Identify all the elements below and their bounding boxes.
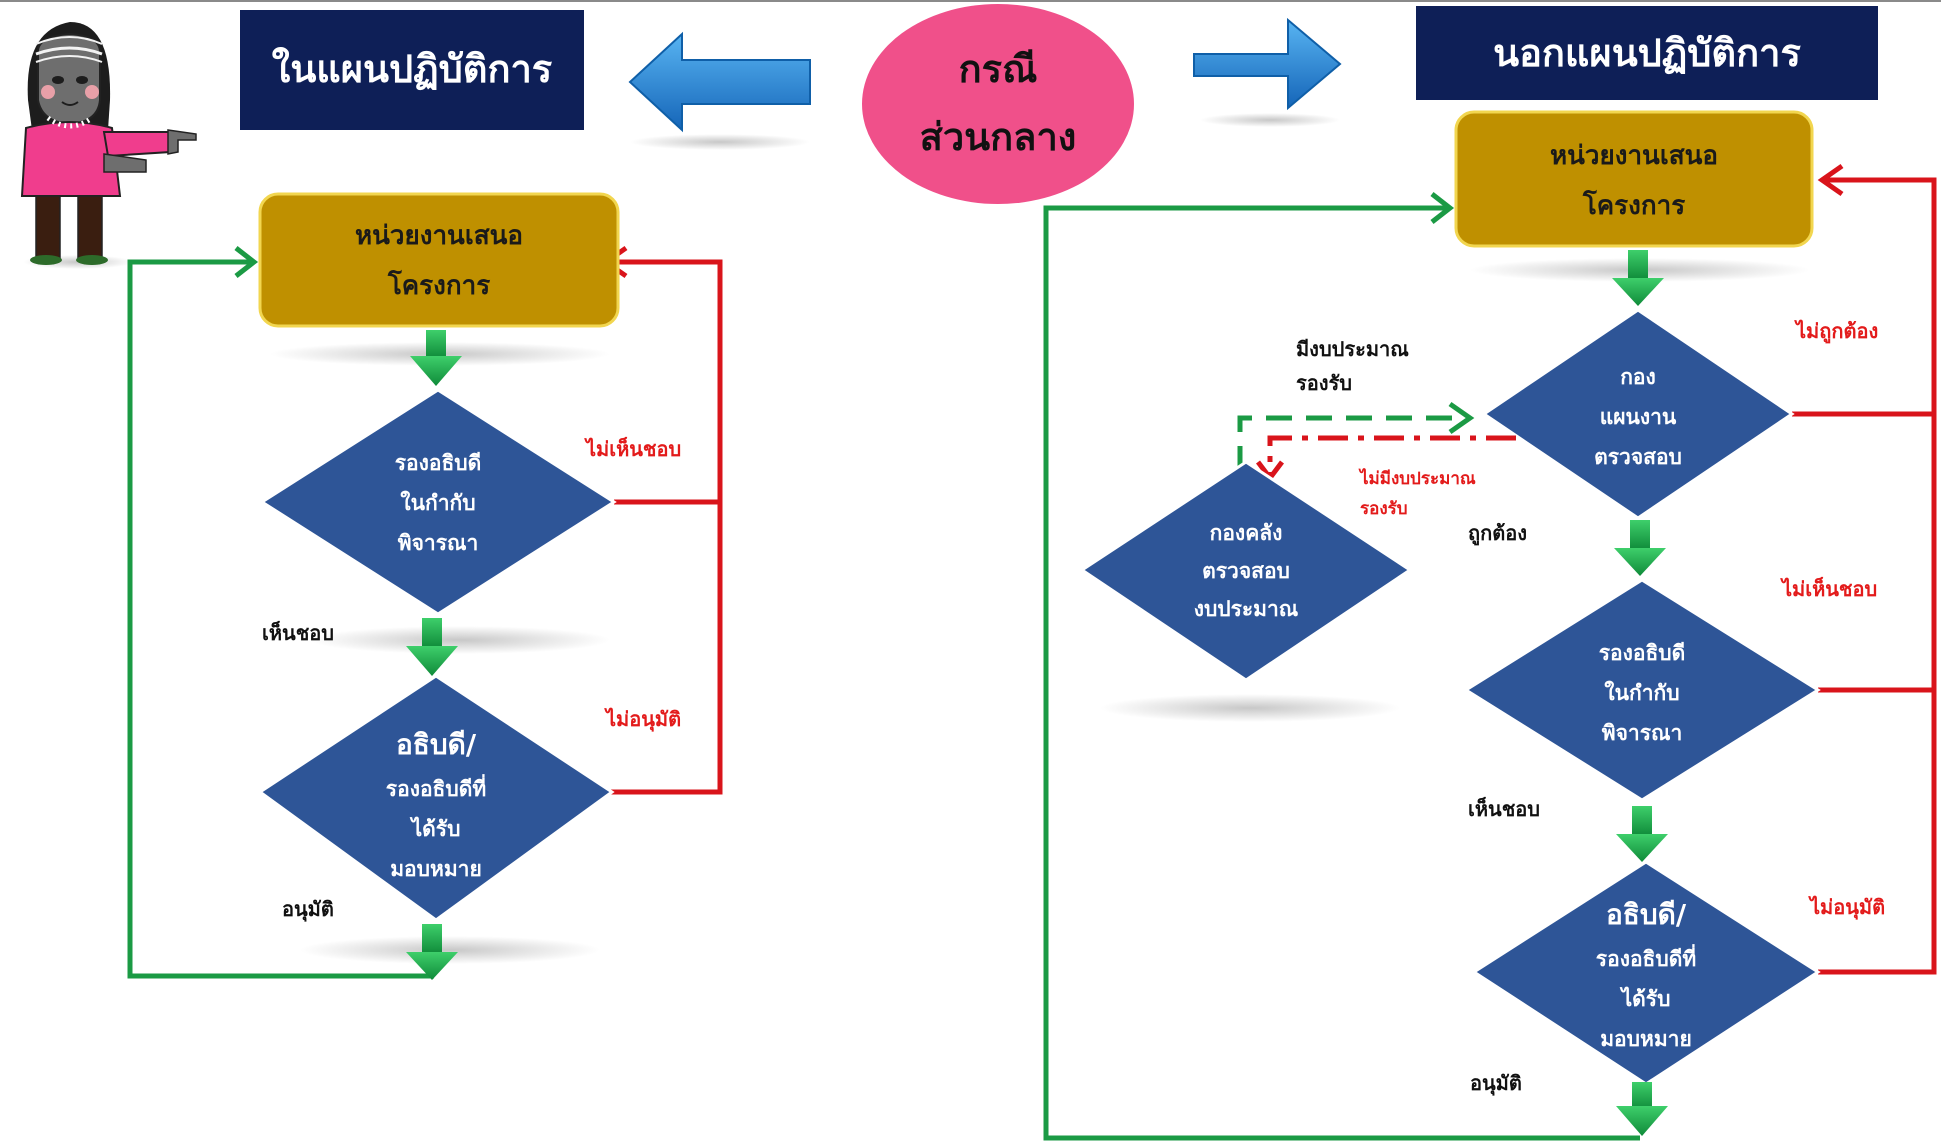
- right-down-arrow-1-icon: [1612, 250, 1664, 306]
- left-proposer-line1: หน่วยงานเสนอ: [355, 221, 523, 251]
- right-approve-return-line: [1043, 205, 1640, 1141]
- no-budget-dashdot-line: [1267, 435, 1516, 474]
- right-director-line1: อธิบดี/: [1606, 898, 1687, 931]
- treasury-division-diamond: กองคลัง ตรวจสอบ งบประมาณ: [1079, 460, 1413, 722]
- left-director-line1: อธิบดี/: [396, 728, 477, 761]
- left-down-arrow-3-icon: [406, 924, 458, 980]
- left-approve-return-line: [127, 259, 434, 979]
- left-director-diamond: อธิบดี/ รองอธิบดีที่ ได้รับ มอบหมาย: [257, 674, 615, 964]
- right-down-arrow-4-icon: [1616, 1082, 1668, 1136]
- incorrect-label: ไม่ถูกต้อง: [1794, 319, 1878, 345]
- left-deputy-line2: ในกำกับ: [400, 490, 475, 515]
- header-out-plan-title: นอกแผนปฏิบัติการ: [1493, 31, 1801, 75]
- right-deputy-line3: พิจารณา: [1602, 721, 1683, 745]
- planning-line1: กอง: [1620, 365, 1656, 389]
- has-budget-arrowhead: [1448, 401, 1475, 435]
- treasury-line1: กองคลัง: [1210, 521, 1283, 545]
- planning-line3: ตรวจสอบ: [1594, 445, 1682, 469]
- right-not-approve-line: [1818, 414, 1937, 975]
- right-disagree-label: ไม่เห็นชอบ: [1780, 576, 1877, 601]
- has-budget-dashed-line: [1237, 415, 1464, 472]
- left-not-approve-label: ไม่อนุมัติ: [604, 707, 681, 732]
- right-deputy-line2: ในกำกับ: [1604, 680, 1679, 705]
- left-director-line3: ได้รับ: [410, 816, 461, 841]
- left-approve-return-arrowhead: [234, 246, 259, 278]
- left-deputy-diamond: รองอธิบดี ในกำกับ พิจารณา: [259, 388, 617, 654]
- left-approve-label: อนุมัติ: [282, 897, 334, 922]
- has-budget-label-1: มีงบประมาณ: [1296, 337, 1409, 361]
- left-disagree-line: [608, 259, 723, 505]
- right-proposer-line2: โครงการ: [1582, 189, 1685, 221]
- header-in-plan-title: ในแผนปฏิบัติการ: [272, 47, 553, 91]
- treasury-line2: ตรวจสอบ: [1202, 559, 1290, 583]
- center-case-oval: กรณี ส่วนกลาง: [862, 4, 1134, 204]
- left-down-arrow-2-icon: [406, 618, 458, 676]
- right-reject-arrowhead: [1817, 163, 1844, 197]
- left-proposer-box: หน่วยงานเสนอ โครงการ: [258, 192, 620, 366]
- left-director-line4: มอบหมาย: [390, 857, 482, 881]
- right-approve-return-arrowhead: [1430, 192, 1455, 224]
- has-budget-label-2: รองรับ: [1296, 371, 1352, 395]
- planning-division-diamond: กอง แผนงาน ตรวจสอบ: [1481, 308, 1795, 520]
- right-deputy-line1: รองอธิบดี: [1599, 641, 1686, 665]
- left-proposer-line2: โครงการ: [387, 269, 490, 301]
- right-agree-label: เห็นชอบ: [1468, 796, 1540, 821]
- left-director-line2: รองอธิบดีที่: [386, 773, 486, 801]
- right-down-arrow-2-icon: [1614, 520, 1666, 576]
- treasury-line3: งบประมาณ: [1194, 597, 1299, 621]
- right-incorrect-line: [1792, 177, 1937, 417]
- planning-line2: แผนงาน: [1600, 405, 1677, 429]
- left-deputy-line3: พิจารณา: [398, 531, 479, 555]
- right-deputy-diamond: รองอธิบดี ในกำกับ พิจารณา: [1463, 578, 1821, 802]
- left-arrow-icon: [628, 31, 811, 150]
- right-director-line4: มอบหมาย: [1600, 1027, 1692, 1051]
- right-director-diamond: อธิบดี/ รองอธิบดีที่ ได้รับ มอบหมาย: [1471, 860, 1821, 1086]
- no-budget-label-2: รองรับ: [1360, 499, 1408, 519]
- right-proposer-line1: หน่วยงานเสนอ: [1550, 141, 1718, 171]
- right-approve-label: อนุมัติ: [1470, 1071, 1522, 1096]
- center-case-line2: ส่วนกลาง: [920, 115, 1077, 159]
- right-down-arrow-3-icon: [1616, 806, 1668, 862]
- right-not-approve-label: ไม่อนุมัติ: [1808, 895, 1885, 920]
- right-director-line3: ได้รับ: [1620, 986, 1671, 1011]
- right-director-line2: รองอธิบดีที่: [1596, 943, 1696, 971]
- left-down-arrow-1-icon: [410, 330, 462, 386]
- no-budget-label-1: ไม่มีงบประมาณ: [1358, 468, 1476, 489]
- header-in-plan: ในแผนปฏิบัติการ: [240, 10, 584, 130]
- correct-label: ถูกต้อง: [1468, 521, 1527, 547]
- presenter-character-icon: [20, 22, 197, 269]
- left-not-approve-line: [600, 502, 723, 795]
- header-out-plan: นอกแผนปฏิบัติการ: [1416, 6, 1878, 100]
- right-arrow-icon: [1193, 17, 1342, 127]
- left-agree-label: เห็นชอบ: [262, 620, 334, 645]
- center-case-line1: กรณี: [959, 47, 1038, 91]
- left-deputy-line1: รองอธิบดี: [395, 451, 482, 475]
- left-disagree-label: ไม่เห็นชอบ: [584, 436, 681, 461]
